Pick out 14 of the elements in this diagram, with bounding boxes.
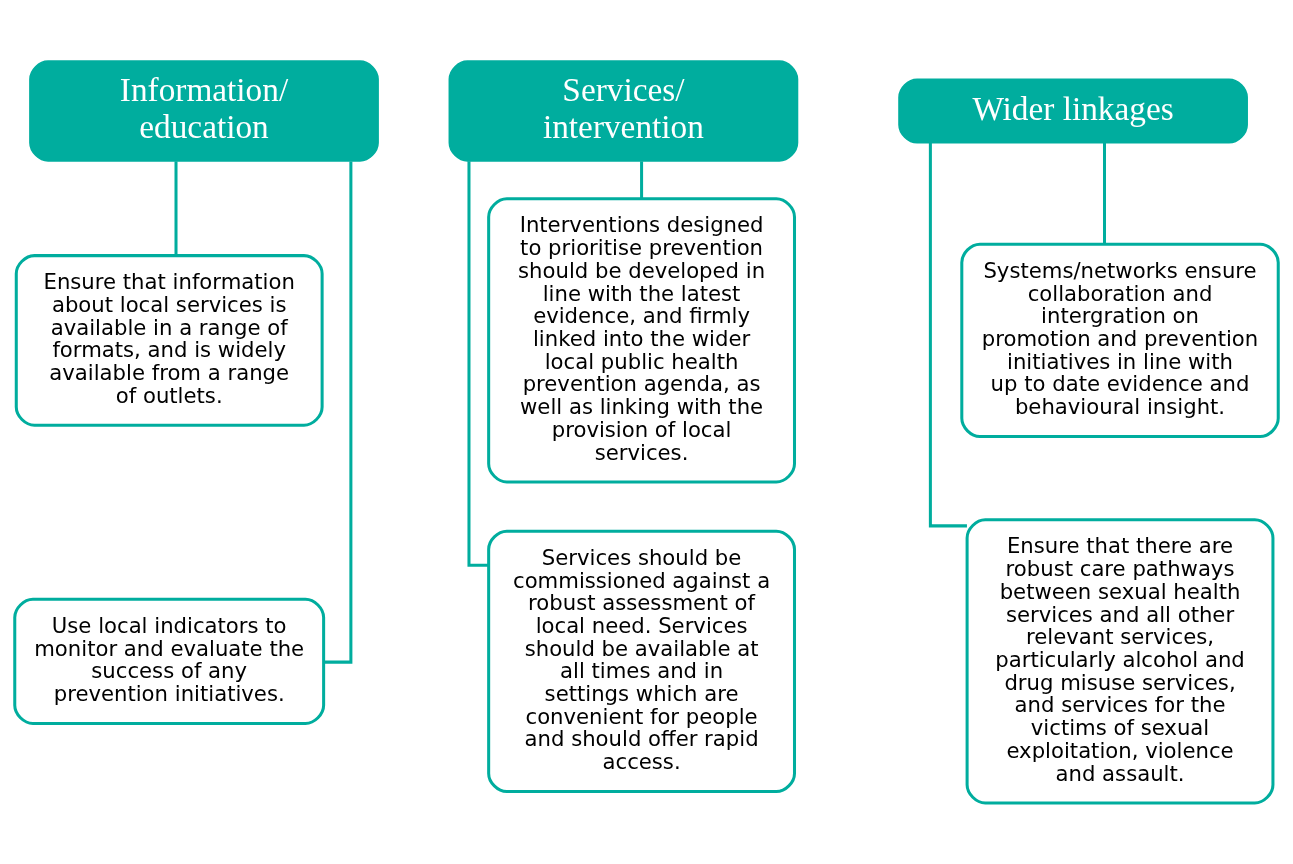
node-box: Information/ education [29, 60, 379, 162]
connector [174, 161, 178, 256]
connector [928, 142, 967, 528]
node-box: Interventions designed to prioritise prevention should be developed in line with the latest evidence, and firmly linked into the wider local public health prevention agenda, as well as linking with the provision of local services. [487, 197, 796, 484]
node-box: Ensure that there are robust care pathways between sexual health services and all other relevant services, particularly alcohol and drug misuse services, and services for the victims of sexual exploitation, violence and assault. [965, 518, 1275, 805]
connector [1103, 142, 1106, 244]
node-box: Systems/networks ensure collaboration and intergration on promotion and prevention initiatives in line with up to date evidence and behavioural insight. [960, 242, 1280, 439]
node-box: Ensure that information about local services is available in a range of formats, and is widely available from a range of outlets. [14, 254, 324, 427]
connector [323, 161, 353, 664]
node-box: Services should be commissioned against a robust assessment of local need. Services should be available at all times and in settings which are convenient for people and should offer rapid access. [487, 529, 796, 794]
node-box: Use local indicators to monitor and evaluate the success of any prevention initiatives. [13, 597, 326, 725]
node-box: Services/ intervention [448, 60, 799, 162]
connector [640, 161, 644, 199]
node-box: Wider linkages [898, 78, 1248, 144]
